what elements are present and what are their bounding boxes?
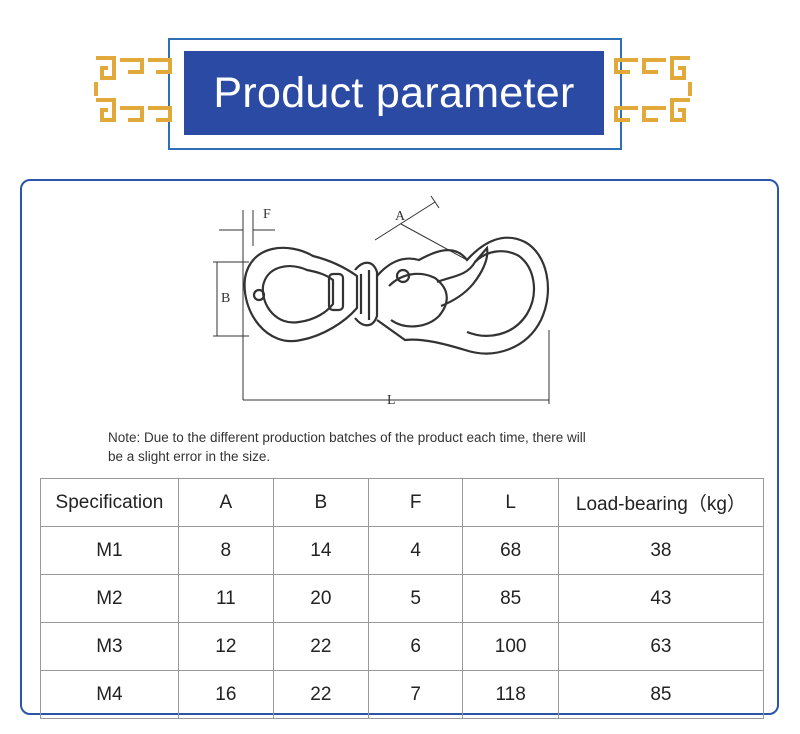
fret-ornament-right xyxy=(614,56,692,122)
dim-label-b: B xyxy=(221,291,230,306)
cell-load: 38 xyxy=(557,526,765,575)
cell-f: 4 xyxy=(367,526,464,575)
snap-hook-diagram: F B A L xyxy=(213,195,550,408)
specification-table: Specification A B F L Load-bearing（kg） M… xyxy=(40,478,765,719)
header-specification: Specification xyxy=(40,478,179,527)
cell-a: 16 xyxy=(177,670,274,719)
table-row: M1 8 14 4 68 38 xyxy=(40,526,765,575)
cell-spec: M3 xyxy=(40,622,179,671)
cell-a: 11 xyxy=(177,574,274,623)
cell-a: 12 xyxy=(177,622,274,671)
note-line-2: be a slight error in the size. xyxy=(108,449,271,464)
header-f: F xyxy=(367,478,464,527)
note-line-1: Note: Due to the different production ba… xyxy=(108,430,586,445)
cell-spec: M1 xyxy=(40,526,179,575)
cell-spec: M2 xyxy=(40,574,179,623)
header-b: B xyxy=(272,478,369,527)
cell-f: 5 xyxy=(367,574,464,623)
header-l: L xyxy=(462,478,559,527)
rivet xyxy=(252,288,266,302)
cell-b: 20 xyxy=(272,574,369,623)
cell-b: 22 xyxy=(272,622,369,671)
table-row: M2 11 20 5 85 43 xyxy=(40,574,765,623)
cell-l: 68 xyxy=(462,526,559,575)
header-a: A xyxy=(177,478,274,527)
size-note: Note: Due to the different production ba… xyxy=(108,428,708,466)
table-header-row: Specification A B F L Load-bearing（kg） xyxy=(40,478,765,527)
dim-label-a: A xyxy=(395,209,406,224)
cell-load: 43 xyxy=(557,574,765,623)
cell-l: 100 xyxy=(462,622,559,671)
banner: Product parameter xyxy=(184,51,604,135)
cell-l: 85 xyxy=(462,574,559,623)
cell-load: 85 xyxy=(557,670,765,719)
hook-body xyxy=(376,236,549,355)
table-row: M3 12 22 6 100 63 xyxy=(40,622,765,671)
gate xyxy=(436,245,489,308)
cell-b: 14 xyxy=(272,526,369,575)
dim-label-l: L xyxy=(387,393,396,408)
swivel-eye xyxy=(243,246,359,343)
cell-l: 118 xyxy=(462,670,559,719)
table-row: M4 16 22 7 118 85 xyxy=(40,670,765,719)
cell-f: 7 xyxy=(367,670,464,719)
header-load-bearing: Load-bearing（kg） xyxy=(557,478,765,527)
cell-f: 6 xyxy=(367,622,464,671)
page-title: Product parameter xyxy=(213,68,575,117)
cell-spec: M4 xyxy=(40,670,179,719)
cell-a: 8 xyxy=(177,526,274,575)
banner-frame xyxy=(168,38,622,150)
dim-label-f: F xyxy=(263,207,271,222)
cell-b: 22 xyxy=(272,670,369,719)
cell-load: 63 xyxy=(557,622,765,671)
fret-ornament-left xyxy=(94,56,172,122)
